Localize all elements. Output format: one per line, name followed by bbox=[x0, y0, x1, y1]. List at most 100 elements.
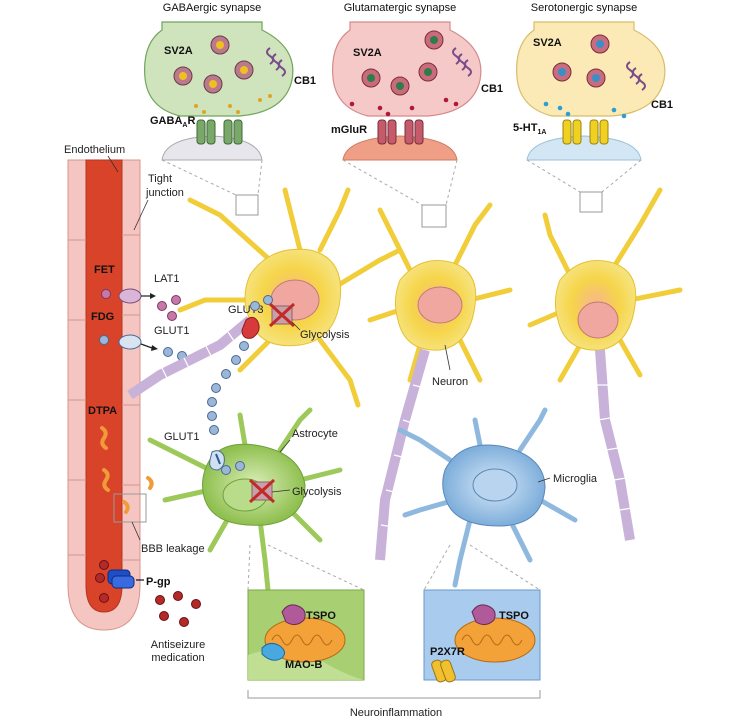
neuron-middle-nucleus bbox=[417, 286, 463, 324]
gaba-sv2a-label: SV2A bbox=[164, 45, 193, 57]
neuron-glycolysis-label: Glycolysis bbox=[300, 329, 350, 341]
lat1-transporter bbox=[118, 288, 156, 304]
glut1-vessel-transporter bbox=[118, 334, 158, 351]
astro-tspo-protein bbox=[281, 604, 306, 626]
antiseizure-label-2: medication bbox=[151, 652, 204, 664]
neuroinflammation-bracket bbox=[247, 690, 541, 699]
p2x7r-label: P2X7R bbox=[430, 646, 465, 658]
astro-tspo-label: TSPO bbox=[306, 610, 336, 622]
glut3-transporter bbox=[241, 316, 260, 339]
sero-synapse-title: Serotonergic synapse bbox=[531, 2, 637, 14]
endothelium-label: Endothelium bbox=[64, 144, 125, 156]
fdg-label: FDG bbox=[91, 311, 114, 323]
tight-junction-label-1: Tight bbox=[148, 173, 172, 185]
microglia-nucleus bbox=[472, 468, 518, 502]
glut-neurotransmitter-dots bbox=[349, 97, 459, 117]
neuron-right-axon-segments bbox=[596, 384, 633, 511]
blood-vessel: Endothelium Tight junction FET FDG DTPA … bbox=[64, 144, 205, 664]
sero-zoom-box bbox=[579, 191, 603, 213]
glut-synapse-title: Glutamatergic synapse bbox=[344, 2, 457, 14]
dtpa-molecule-2 bbox=[102, 468, 110, 492]
bbb-leakage-label: BBB leakage bbox=[141, 543, 205, 555]
glut-cb1-label: CB1 bbox=[481, 83, 503, 95]
endothelial-cell-borders bbox=[68, 234, 140, 561]
neuron-left: GLUT3 Glycolysis bbox=[127, 187, 403, 408]
neuron-middle-axon bbox=[375, 348, 430, 561]
gabaergic-synapse: GABAergic synapse SV2A CB1 bbox=[144, 2, 316, 161]
micro-mitochondrion bbox=[454, 617, 536, 663]
sero-receptor-label: 5-HT1A bbox=[513, 122, 546, 136]
fdg-molecule bbox=[99, 335, 109, 345]
glut-receptor-label: mGluR bbox=[331, 124, 367, 136]
micro-tspo-label: TSPO bbox=[499, 610, 529, 622]
dtpa-leaked-molecule bbox=[146, 476, 154, 490]
neuron-middle-axon-segments bbox=[380, 384, 426, 528]
astro-glycolysis-label: Glycolysis bbox=[292, 486, 342, 498]
gaba-receptor-label: GABAAR bbox=[150, 115, 195, 129]
astro-glut1-transporter bbox=[209, 450, 225, 471]
gaba-neurotransmitter-dots bbox=[194, 94, 272, 114]
neuron-right-axon bbox=[595, 349, 635, 541]
glut-receptor-channels bbox=[377, 119, 424, 145]
sero-sv2a-label: SV2A bbox=[533, 37, 562, 49]
antiseizure-label-1: Antiseizure bbox=[151, 639, 205, 651]
synapse-zoom-lines bbox=[161, 159, 642, 206]
pgp-transporter bbox=[107, 569, 135, 589]
glut-cb1-receptor bbox=[452, 47, 472, 77]
microglia: Microglia bbox=[397, 407, 598, 588]
glut-presynaptic-bouton bbox=[332, 21, 482, 117]
gaba-vesicles bbox=[173, 35, 254, 94]
astrocyte-inset: TSPO MAO-B bbox=[247, 589, 365, 681]
dtpa-label: DTPA bbox=[88, 405, 117, 417]
neuron-glycolysis-block bbox=[268, 302, 296, 328]
astro-glut1-label: GLUT1 bbox=[164, 431, 199, 443]
dtpa-molecule-1 bbox=[100, 426, 108, 450]
sero-vesicles bbox=[552, 34, 610, 88]
gaba-receptor-channels bbox=[196, 119, 243, 145]
fet-molecule bbox=[101, 289, 111, 299]
antiseizure-drug-dots bbox=[155, 591, 201, 627]
gaba-presynaptic-bouton bbox=[144, 21, 294, 117]
lat1-label: LAT1 bbox=[154, 273, 179, 285]
gaba-synapse-title: GABAergic synapse bbox=[163, 2, 261, 14]
microglia-label: Microglia bbox=[553, 473, 598, 485]
sero-cb1-receptor bbox=[626, 61, 646, 91]
sero-postsynaptic-membrane bbox=[526, 135, 642, 161]
micro-tspo-protein bbox=[471, 604, 496, 626]
tight-junction-label-2: junction bbox=[145, 187, 184, 199]
astro-glycolysis-block bbox=[248, 478, 276, 504]
sero-presynaptic-bouton bbox=[516, 21, 666, 117]
glucose-chain bbox=[207, 341, 249, 435]
neuroinflammation-label: Neuroinflammation bbox=[350, 707, 442, 719]
astro-maob-protein bbox=[261, 642, 286, 661]
p2x7r-channel bbox=[431, 659, 456, 683]
serotonergic-synapse: Serotonergic synapse SV2A CB1 5-HT1A bbox=[513, 2, 673, 161]
neuron-left-axon bbox=[127, 316, 254, 400]
neuron-middle: Neuron bbox=[367, 202, 513, 561]
neuron-right-nucleus bbox=[577, 301, 619, 339]
neuron-right bbox=[527, 187, 683, 541]
glut-zoom-box bbox=[421, 204, 447, 228]
astrocyte-label: Astrocyte bbox=[292, 428, 338, 440]
sero-receptor-channels bbox=[562, 119, 609, 145]
vessel-lumen bbox=[85, 159, 123, 613]
neuron-left-axon-segments bbox=[161, 331, 237, 381]
sero-cb1-label: CB1 bbox=[651, 99, 673, 111]
fet-label: FET bbox=[94, 264, 115, 276]
astro-maob-label: MAO-B bbox=[285, 659, 322, 671]
bbb-leakage-box bbox=[113, 493, 147, 523]
microglia-inset: TSPO P2X7R bbox=[423, 589, 541, 683]
sero-neurotransmitter-dots bbox=[543, 101, 627, 119]
dtpa-leak-molecule bbox=[122, 500, 130, 514]
glut-postsynaptic-membrane bbox=[342, 135, 458, 161]
glut-sv2a-label: SV2A bbox=[353, 47, 382, 59]
gaba-zoom-box bbox=[235, 194, 259, 216]
astrocyte: GLUT1 Glycolysis Astrocyte bbox=[147, 407, 343, 593]
pgp-label: P-gp bbox=[146, 576, 171, 588]
glutamatergic-synapse: Glutamatergic synapse SV2A CB1 bbox=[331, 2, 503, 161]
gaba-cb1-label: CB1 bbox=[294, 75, 316, 87]
inflammation-zoom-lines bbox=[247, 544, 541, 591]
gaba-cb1-receptor bbox=[266, 47, 286, 77]
glut1-vessel-label: GLUT1 bbox=[154, 325, 189, 337]
